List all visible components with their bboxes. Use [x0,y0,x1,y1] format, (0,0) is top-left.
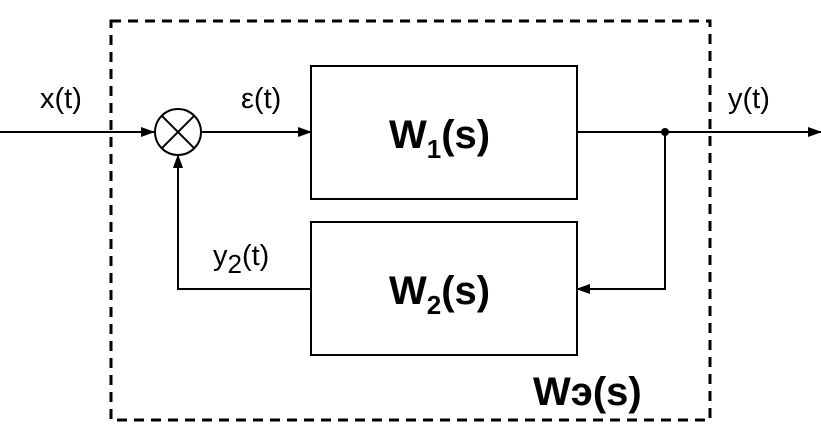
summing-junction [154,108,202,156]
output-signal-label: y(t) [728,83,770,115]
feedback-path-to-w2 [576,132,666,294]
input-signal-label: x(t) [40,83,82,115]
forward-block [310,65,578,200]
equivalent-system-boundary [109,19,712,422]
feedback-signal-label: y2(t) [213,240,269,279]
forward-block-label: W1(s) [389,113,490,164]
feedback-return-arrow [173,154,311,290]
feedback-block-label: W2(s) [389,269,490,320]
equivalent-transfer-label: Wэ(s) [533,370,642,414]
error-signal-label: ε(t) [241,83,281,115]
